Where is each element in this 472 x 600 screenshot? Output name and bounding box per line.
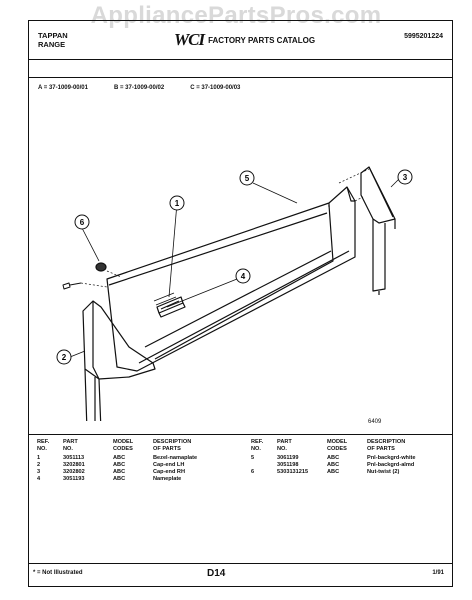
callout-5-circle — [239, 170, 255, 186]
model-b: B = 37-1009-00/02 — [113, 85, 165, 91]
not-illustrated-note: * = Not Illustrated — [33, 570, 83, 576]
catalog-title-block: WCI FACTORY PARTS CATALOG — [174, 30, 316, 49]
catalog-date: 1/91 — [432, 570, 444, 576]
table-top-rule — [29, 434, 452, 435]
twist-nut-shape — [95, 262, 107, 272]
catalog-title: FACTORY PARTS CATALOG — [208, 35, 316, 45]
right-end-cap-shape — [360, 166, 396, 224]
callout-5: 5 — [245, 174, 250, 183]
exploded-parts-diagram: 1 2 3 4 5 6 — [56, 166, 413, 421]
wci-logo: WCI — [174, 30, 205, 49]
col-ref: REF.NO. — [251, 439, 264, 452]
catalog-number: 5995201224 — [404, 33, 443, 40]
watermark-text: AppliancePartsPros.com — [90, 2, 382, 29]
model-c: C = 37-1009-00/03 — [190, 85, 241, 91]
callout-4-circle — [235, 268, 251, 284]
footer-rule — [29, 563, 452, 564]
model-list: A = 37-1009-00/01 B = 37-1009-00/02 C = … — [38, 85, 240, 91]
parts-catalog-sheet: TAPPAN RANGE WCI FACTORY PARTS CATALOG 5… — [28, 20, 453, 587]
callout-1-circle — [169, 195, 185, 211]
callout-4: 4 — [241, 272, 246, 281]
callout-2: 2 — [62, 353, 67, 362]
header-rule — [29, 59, 452, 60]
model-a: A = 37-1009-00/01 — [38, 85, 88, 91]
callout-2-circle — [56, 349, 72, 365]
callout-3-circle — [397, 169, 413, 185]
product-type: RANGE — [38, 40, 66, 49]
col-ref: REF.NO. — [37, 439, 50, 452]
callout-6: 6 — [80, 218, 85, 227]
reference-callouts: 1 2 3 4 5 6 — [56, 169, 413, 365]
screw-shape — [62, 282, 82, 290]
callout-3: 3 — [403, 173, 408, 182]
callout-6-circle — [74, 214, 90, 230]
callout-1: 1 — [175, 199, 180, 208]
backguard-panel-shape — [106, 186, 356, 372]
page-code: D14 — [207, 568, 226, 579]
left-end-cap-shape — [82, 300, 156, 380]
brand-name: TAPPAN — [38, 31, 68, 40]
model-rule — [29, 77, 452, 78]
brand-block: TAPPAN RANGE — [38, 31, 68, 49]
picture-number: 6409 — [368, 419, 382, 425]
